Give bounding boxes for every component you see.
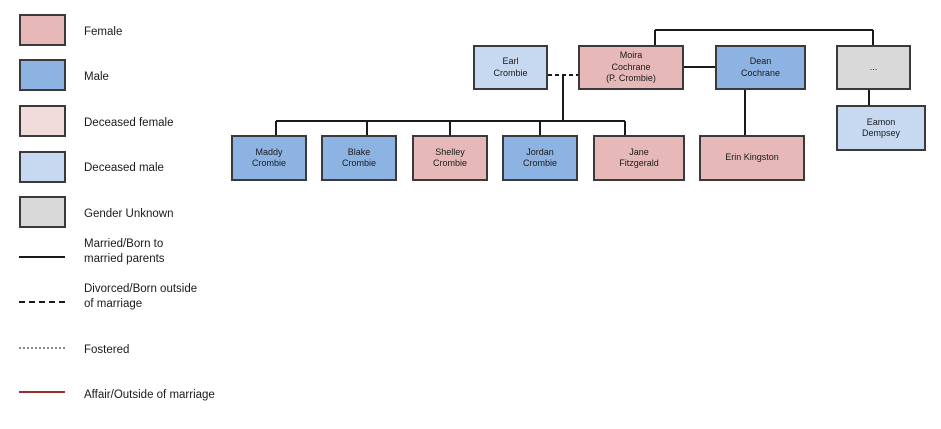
legend-gender-unknown-swatch [19, 196, 66, 228]
person-blake-crombie: Blake Crombie [321, 135, 397, 181]
legend-deceased-female-swatch [19, 105, 66, 137]
person-moira-cochrane: Moira Cochrane (P. Crombie) [578, 45, 684, 90]
person-unknown: ... [836, 45, 911, 90]
legend-deceased-male-swatch [19, 151, 66, 183]
legend-divorced-line [19, 301, 65, 303]
person-erin-kingston: Erin Kingston [699, 135, 805, 181]
person-eamon-dempsey: Eamon Dempsey [836, 105, 926, 151]
legend-gender-unknown-label: Gender Unknown [84, 208, 174, 220]
person-jane-fitzgerald: Jane Fitzgerald [593, 135, 685, 181]
person-dean-cochrane: Dean Cochrane [715, 45, 806, 90]
legend-fostered-line [19, 347, 65, 349]
legend-deceased-male-label: Deceased male [84, 162, 164, 174]
legend-deceased-female-label: Deceased female [84, 117, 174, 129]
legend-male-swatch [19, 59, 66, 91]
legend-female-label: Female [84, 26, 123, 38]
legend-divorced-label: Divorced/Born outside of marriage [84, 283, 198, 310]
person-jordan-crombie: Jordan Crombie [502, 135, 578, 181]
legend-female-swatch [19, 14, 66, 46]
person-earl-crombie: Earl Crombie [473, 45, 548, 90]
person-maddy-crombie: Maddy Crombie [231, 135, 307, 181]
legend-affair-label: Affair/Outside of marriage [84, 389, 215, 401]
legend-married-label: Married/Born to married parents [84, 238, 165, 265]
legend-married-line [19, 256, 65, 258]
legend-fostered-label: Fostered [84, 344, 130, 356]
legend-male-label: Male [84, 71, 109, 83]
legend-affair-line [19, 391, 65, 393]
person-shelley-crombie: Shelley Crombie [412, 135, 488, 181]
